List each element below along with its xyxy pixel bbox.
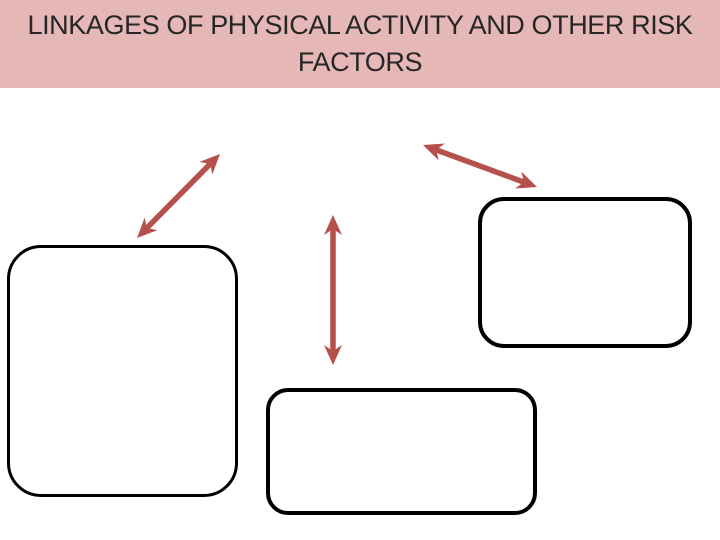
diagram-box-left (7, 245, 238, 497)
diagram-box-bottom (266, 388, 537, 515)
slide-title-line-2: FACTORS (297, 47, 423, 77)
double-arrow-diagonal-right-icon (423, 143, 537, 189)
double-arrow-diagonal-left-icon (137, 154, 220, 238)
double-arrow-vertical-icon (324, 215, 342, 365)
title-bar: LINKAGES OF PHYSICAL ACTIVITY AND OTHER … (0, 0, 720, 88)
diagram-box-top-right (478, 197, 692, 348)
slide-title-line-1: LINKAGES OF PHYSICAL ACTIVITY AND OTHER … (27, 10, 693, 40)
